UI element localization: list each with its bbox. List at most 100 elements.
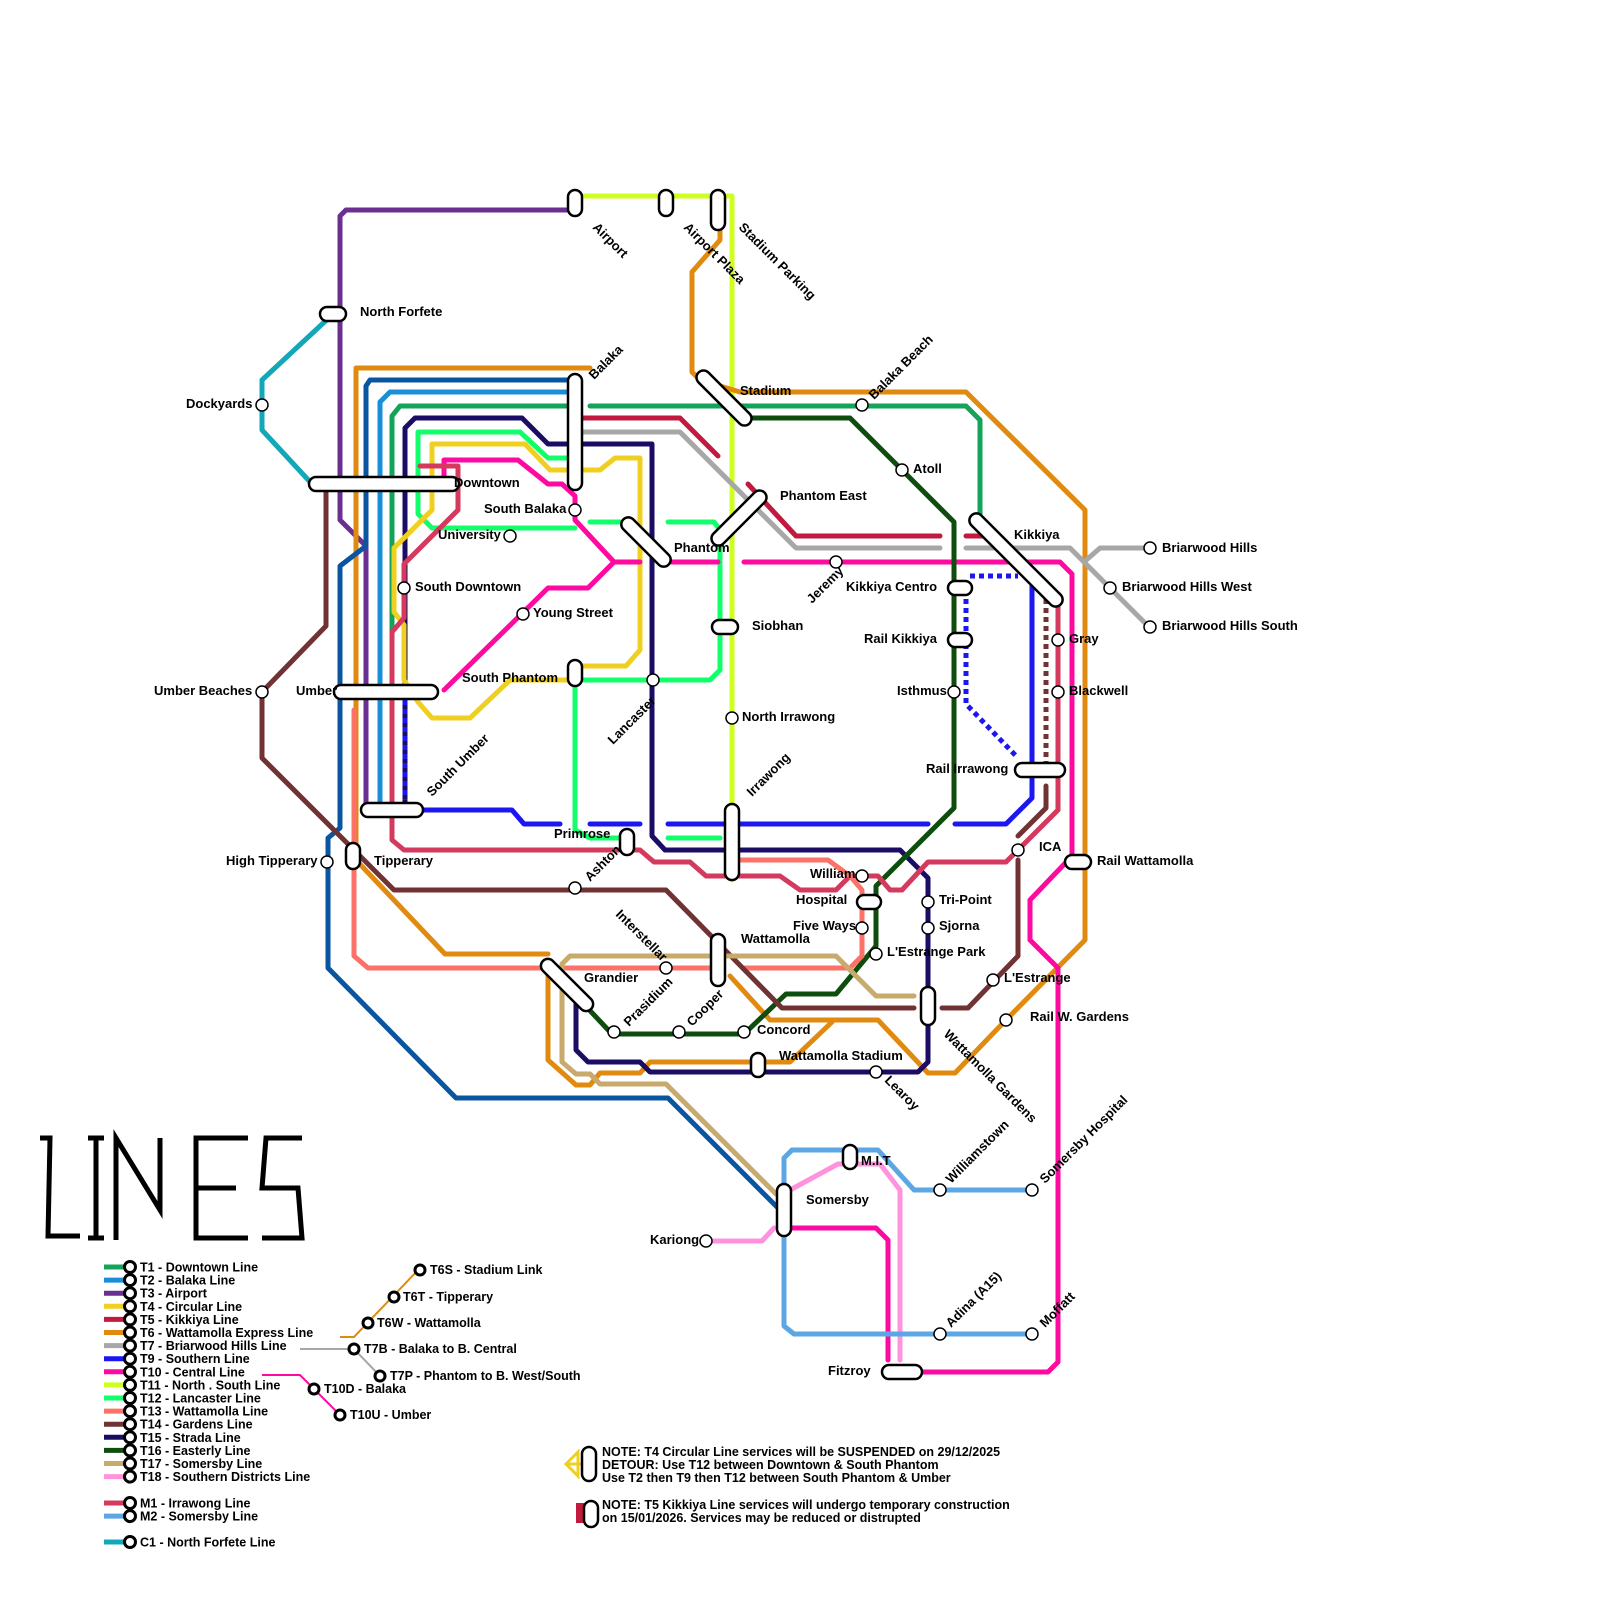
interchange-kikkiya-centro[interactable] xyxy=(946,579,974,597)
station-jeremy[interactable] xyxy=(829,555,843,569)
label-kariong[interactable]: Kariong xyxy=(650,1232,699,1247)
label-young-street[interactable]: Young Street xyxy=(533,605,614,620)
interchange-balaka[interactable] xyxy=(566,372,584,492)
station-south-balaka[interactable] xyxy=(568,503,582,517)
station-dockyards[interactable] xyxy=(255,398,269,412)
label-briarwood-hills-south[interactable]: Briarwood Hills South xyxy=(1162,618,1298,633)
station-lestrange[interactable] xyxy=(986,973,1000,987)
station-lancaster[interactable] xyxy=(646,673,660,687)
station-blackwell[interactable] xyxy=(1051,685,1065,699)
interchange-wattamolla-stadium[interactable] xyxy=(749,1051,767,1079)
label-rail-wattamolla[interactable]: Rail Wattamolla xyxy=(1097,853,1194,868)
interchange-mit[interactable] xyxy=(841,1143,859,1171)
label-south-downtown[interactable]: South Downtown xyxy=(415,579,521,594)
label-lestrange[interactable]: L'Estrange xyxy=(1004,970,1071,985)
interchange-south-phantom[interactable] xyxy=(566,658,584,688)
station-concord[interactable] xyxy=(737,1025,751,1039)
label-kikkiya-centro[interactable]: Kikkiya Centro xyxy=(846,579,937,594)
label-irrawong[interactable]: Irrawong xyxy=(744,750,793,799)
label-williamstown[interactable]: Williamstown xyxy=(943,1117,1012,1186)
station-ica[interactable] xyxy=(1011,843,1025,857)
interchange-siobhan[interactable] xyxy=(710,618,740,636)
label-blackwell[interactable]: Blackwell xyxy=(1069,683,1128,698)
interchange-fitzroy[interactable] xyxy=(880,1363,924,1381)
station-william[interactable] xyxy=(855,869,869,883)
label-dockyards[interactable]: Dockyards xyxy=(186,396,252,411)
station-isthmus[interactable] xyxy=(947,685,961,699)
label-umber[interactable]: Umber xyxy=(296,683,337,698)
label-university[interactable]: University xyxy=(438,527,502,542)
station-five-ways[interactable] xyxy=(855,921,869,935)
label-somersby-hospital[interactable]: Somersby Hospital xyxy=(1037,1092,1131,1186)
interchange-phantom-east[interactable] xyxy=(709,488,770,549)
station-moffatt[interactable] xyxy=(1025,1327,1039,1341)
station-kariong[interactable] xyxy=(699,1234,713,1248)
label-tri-point[interactable]: Tri-Point xyxy=(939,892,992,907)
label-wattamolla-stadium[interactable]: Wattamolla Stadium xyxy=(779,1048,903,1063)
label-downtown[interactable]: Downtown xyxy=(454,475,520,490)
interchange-wattamolla[interactable] xyxy=(709,932,727,988)
interchange-primrose[interactable] xyxy=(618,827,636,857)
label-wattamolla-gardens[interactable]: Wattamolla Gardens xyxy=(941,1027,1040,1126)
interchange-irrawong[interactable] xyxy=(723,802,741,882)
interchange-somersby[interactable] xyxy=(775,1182,793,1238)
station-university[interactable] xyxy=(503,529,517,543)
station-umber-beaches[interactable] xyxy=(255,685,269,699)
label-rail-w-gardens[interactable]: Rail W. Gardens xyxy=(1030,1009,1129,1024)
station-cooper[interactable] xyxy=(672,1025,686,1039)
station-lestrange-park[interactable] xyxy=(869,947,883,961)
label-rail-kikkiya[interactable]: Rail Kikkiya xyxy=(864,631,938,646)
label-atoll[interactable]: Atoll xyxy=(913,461,942,476)
label-cooper[interactable]: Cooper xyxy=(684,986,727,1029)
interchange-downtown[interactable] xyxy=(307,475,461,493)
station-briarwood-hills[interactable] xyxy=(1143,541,1157,555)
label-high-tipperary[interactable]: High Tipperary xyxy=(226,853,318,868)
interchange-rail-irrawong[interactable] xyxy=(1013,761,1067,779)
station-williamstown[interactable] xyxy=(933,1183,947,1197)
station-gray[interactable] xyxy=(1051,633,1065,647)
interchange-rail-kikkiya[interactable] xyxy=(946,631,974,649)
station-high-tipperary[interactable] xyxy=(320,855,334,869)
label-north-irrawong[interactable]: North Irrawong xyxy=(742,709,835,724)
label-tipperary[interactable]: Tipperary xyxy=(374,853,434,868)
label-hospital[interactable]: Hospital xyxy=(796,892,847,907)
label-adina[interactable]: Adina (A15) xyxy=(943,1268,1005,1330)
station-atoll[interactable] xyxy=(895,463,909,477)
label-somersby[interactable]: Somersby xyxy=(806,1192,870,1207)
interchange-airport-plaza[interactable] xyxy=(657,188,675,218)
label-gray[interactable]: Gray xyxy=(1069,631,1099,646)
interchange-grandier[interactable] xyxy=(538,956,596,1014)
label-five-ways[interactable]: Five Ways xyxy=(793,918,856,933)
label-balaka[interactable]: Balaka xyxy=(586,341,627,382)
label-south-umber[interactable]: South Umber xyxy=(424,731,492,799)
label-ica[interactable]: ICA xyxy=(1039,839,1062,854)
station-ashton[interactable] xyxy=(568,881,582,895)
station-prasidium[interactable] xyxy=(607,1025,621,1039)
station-somersby-hospital[interactable] xyxy=(1025,1183,1039,1197)
interchange-stadium[interactable] xyxy=(694,368,755,429)
label-sjorna[interactable]: Sjorna xyxy=(939,918,980,933)
label-fitzroy[interactable]: Fitzroy xyxy=(828,1363,871,1378)
interchange-umber[interactable] xyxy=(332,683,440,701)
label-concord[interactable]: Concord xyxy=(757,1022,811,1037)
label-grandier[interactable]: Grandier xyxy=(584,970,638,985)
label-primrose[interactable]: Primrose xyxy=(554,826,610,841)
label-william[interactable]: William xyxy=(810,866,855,881)
label-lestrange-park[interactable]: L'Estrange Park xyxy=(887,944,986,959)
station-sjorna[interactable] xyxy=(921,921,935,935)
label-learoy[interactable]: Learoy xyxy=(882,1073,923,1114)
station-adina[interactable] xyxy=(933,1327,947,1341)
interchange-stadium-parking[interactable] xyxy=(709,188,727,232)
interchange-rail-wattamolla[interactable] xyxy=(1063,853,1093,871)
label-kikkiya[interactable]: Kikkiya xyxy=(1014,527,1060,542)
station-briarwood-hills-south[interactable] xyxy=(1143,620,1157,634)
interchange-north-forfete[interactable] xyxy=(318,305,348,323)
label-siobhan[interactable]: Siobhan xyxy=(752,618,803,633)
station-briarwood-hills-west[interactable] xyxy=(1103,581,1117,595)
label-umber-beaches[interactable]: Umber Beaches xyxy=(154,683,252,698)
station-interstellar[interactable] xyxy=(659,961,673,975)
station-young-street[interactable] xyxy=(516,607,530,621)
label-south-balaka[interactable]: South Balaka xyxy=(484,501,567,516)
label-phantom[interactable]: Phantom xyxy=(674,540,730,555)
label-north-forfete[interactable]: North Forfete xyxy=(360,304,442,319)
